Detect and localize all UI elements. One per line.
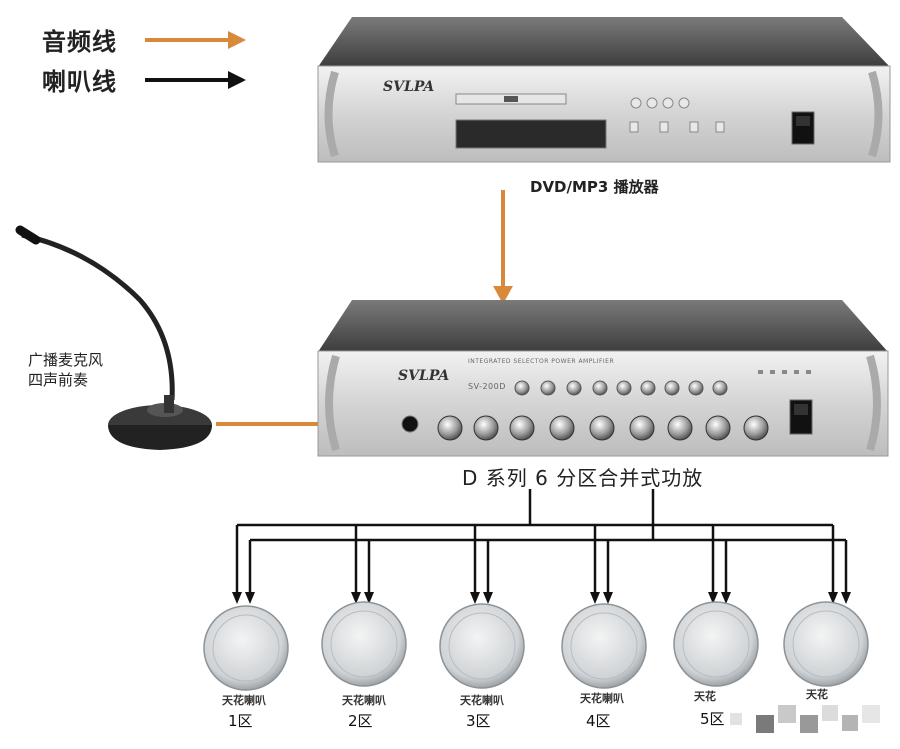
audio-arrow-player-to-amp xyxy=(493,190,513,304)
amplifier-brand: SVLPA xyxy=(398,368,450,384)
pixelated-watermark xyxy=(730,705,880,733)
legend-speaker-arrow xyxy=(145,71,246,89)
speaker-wiring xyxy=(235,489,848,596)
ceiling-speaker xyxy=(321,601,407,687)
ceiling-speaker xyxy=(439,603,525,689)
ceiling-speaker xyxy=(673,601,759,687)
speaker-wiring-arrowheads xyxy=(232,592,851,604)
dvd-player-device xyxy=(317,17,891,163)
player-brand: SVLPA xyxy=(383,79,435,95)
legend-audio-arrow xyxy=(145,31,246,49)
ceiling-speaker xyxy=(203,605,289,691)
speaker-zone: 3区 xyxy=(466,712,491,730)
amplifier-caption: D 系列 6 分区合并式功放 xyxy=(462,466,704,490)
speaker-label: 天花喇叭 xyxy=(222,694,266,707)
speaker-label: 天花喇叭 xyxy=(342,694,386,707)
speaker-zone: 1区 xyxy=(228,712,253,730)
legend-speaker-label: 喇叭线 xyxy=(42,68,117,96)
speaker-label: 天花喇叭 xyxy=(580,692,624,705)
amplifier-device xyxy=(317,300,889,457)
speaker-zone: 2区 xyxy=(348,712,373,730)
speaker-label: 天花 xyxy=(806,688,828,701)
microphone-device xyxy=(15,225,212,450)
amplifier-header-text: INTEGRATED SELECTOR POWER AMPLIFIER xyxy=(468,358,615,365)
ceiling-speaker xyxy=(783,601,869,687)
speaker-label: 天花 xyxy=(694,690,716,703)
mic-caption-line1: 广播麦克风 xyxy=(28,351,104,369)
ceiling-speaker xyxy=(561,603,647,689)
legend-audio-label: 音频线 xyxy=(42,28,117,56)
player-caption: DVD/MP3 播放器 xyxy=(530,178,659,196)
speaker-zone: 5区 xyxy=(700,710,725,728)
mic-caption-line2: 四声前奏 xyxy=(28,371,89,389)
speaker-zone: 4区 xyxy=(586,712,611,730)
speaker-label: 天花喇叭 xyxy=(460,694,504,707)
amplifier-model: SV-200D xyxy=(468,382,506,391)
